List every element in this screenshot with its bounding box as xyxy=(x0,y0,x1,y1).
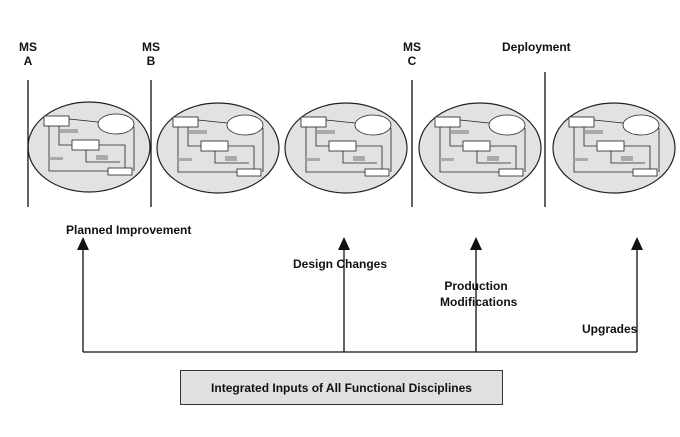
input-lines xyxy=(82,248,638,353)
planned-improvement-label: Planned Improvement xyxy=(66,223,192,237)
deployment-label: Deployment xyxy=(502,40,571,54)
ms-text: MS xyxy=(403,40,421,54)
design-changes-label: Design Changes xyxy=(293,257,388,271)
milestone-lines xyxy=(27,72,546,207)
ms-text: MS xyxy=(142,40,160,54)
arrowheads xyxy=(77,237,643,250)
process-ellipse-2 xyxy=(156,102,280,194)
ms-text: MS xyxy=(19,40,37,54)
ms-letter: B xyxy=(146,54,156,68)
integrated-inputs-box: Integrated Inputs of All Functional Disc… xyxy=(180,370,503,405)
integrated-inputs-text: Integrated Inputs of All Functional Disc… xyxy=(211,380,472,395)
production-text: Production xyxy=(444,279,508,293)
process-ellipse-3 xyxy=(284,102,408,194)
modifications-text: Modifications xyxy=(440,295,518,309)
process-ellipse-5 xyxy=(552,102,676,194)
ms-letter: A xyxy=(23,54,33,68)
process-ellipse-4 xyxy=(418,102,542,194)
ms-letter: C xyxy=(407,54,417,68)
process-ellipse-1 xyxy=(27,101,151,193)
upgrades-label: Upgrades xyxy=(582,322,638,336)
